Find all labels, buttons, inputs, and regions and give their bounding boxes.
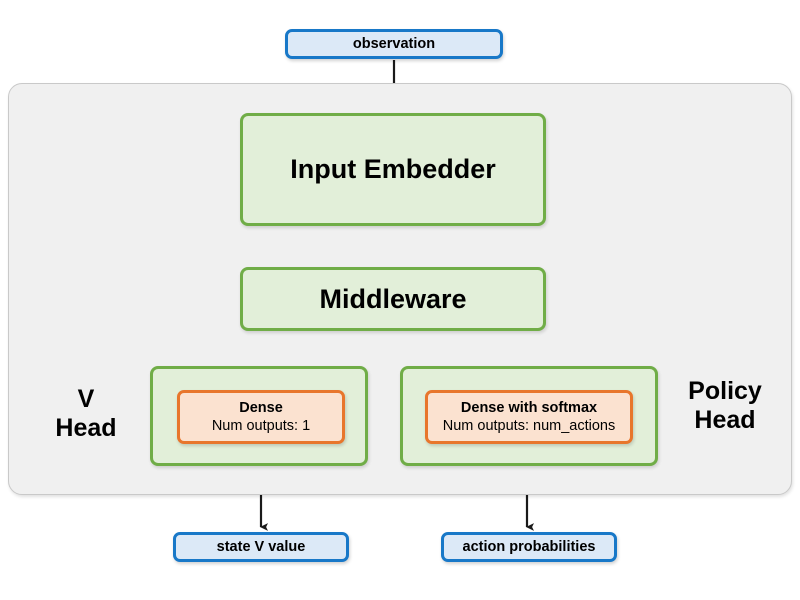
- policy-head-label: Policy Head: [662, 377, 788, 435]
- v-head-dense-node[interactable]: Dense Num outputs: 1: [177, 390, 345, 444]
- policy-head-dense-title: Dense with softmax: [460, 399, 598, 416]
- v-head-dense-title: Dense: [239, 399, 283, 416]
- v-head-label: V Head: [28, 385, 144, 443]
- action-probabilities-label: action probabilities: [462, 539, 596, 555]
- input-embedder-node[interactable]: Input Embedder: [240, 113, 546, 226]
- action-probabilities-node[interactable]: action probabilities: [441, 532, 617, 562]
- policy-head-label-line1: Policy: [688, 377, 762, 405]
- middleware-label: Middleware: [319, 283, 467, 314]
- policy-head-dense-node[interactable]: Dense with softmax Num outputs: num_acti…: [425, 390, 633, 444]
- input-embedder-label: Input Embedder: [290, 154, 496, 184]
- policy-head-label-line2: Head: [694, 405, 756, 434]
- v-head-label-line2: Head: [55, 413, 117, 442]
- observation-node[interactable]: observation: [285, 29, 503, 59]
- policy-head-dense-subtitle: Num outputs: num_actions: [442, 418, 616, 434]
- state-v-value-label: state V value: [216, 539, 306, 555]
- state-v-value-node[interactable]: state V value: [173, 532, 349, 562]
- v-head-label-line1: V: [77, 385, 95, 413]
- observation-label: observation: [352, 36, 436, 52]
- v-head-dense-subtitle: Num outputs: 1: [211, 418, 311, 434]
- middleware-node[interactable]: Middleware: [240, 267, 546, 331]
